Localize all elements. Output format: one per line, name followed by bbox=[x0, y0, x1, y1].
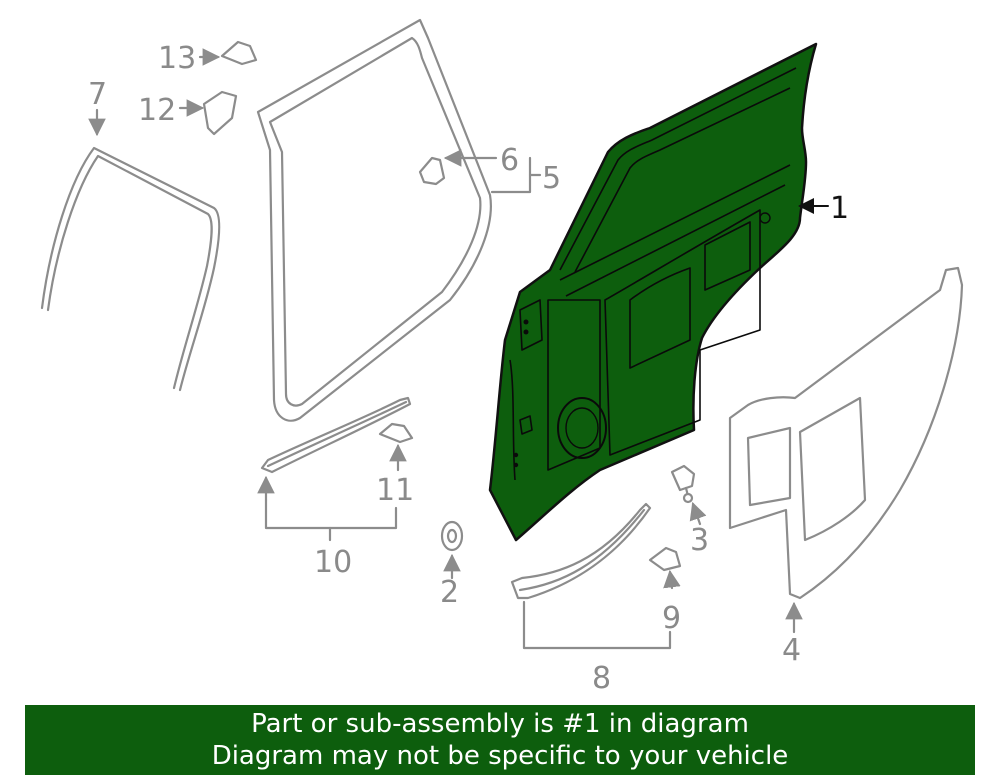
info-banner: Part or sub-assembly is #1 in diagram Di… bbox=[25, 705, 975, 775]
callout-11: 11 bbox=[376, 473, 414, 508]
callout-9: 9 bbox=[662, 601, 681, 636]
clip-part-9 bbox=[648, 546, 682, 590]
callout-4: 4 bbox=[782, 633, 801, 668]
door-panel-part-4 bbox=[728, 266, 964, 634]
glass-run-channel-part-7 bbox=[40, 108, 221, 392]
callout-1: 1 bbox=[830, 191, 849, 226]
rocker-weatherstrip-part-10 bbox=[257, 396, 412, 542]
door-shell-part-1 bbox=[488, 42, 829, 542]
callout-3: 3 bbox=[690, 523, 709, 558]
lower-weatherstrip-part-8 bbox=[510, 502, 672, 650]
callout-7: 7 bbox=[88, 77, 107, 112]
callout-6: 6 bbox=[500, 143, 519, 178]
callout-2: 2 bbox=[440, 575, 459, 610]
banner-line-1: Part or sub-assembly is #1 in diagram bbox=[251, 709, 749, 739]
bracket-part-13 bbox=[198, 40, 258, 66]
callout-5: 5 bbox=[542, 161, 561, 196]
callout-10: 10 bbox=[314, 545, 352, 580]
callout-13: 13 bbox=[158, 41, 196, 76]
push-clip-part-3 bbox=[670, 464, 707, 526]
door-weatherstrip-part-5 bbox=[256, 18, 542, 422]
cover-part-12 bbox=[178, 90, 238, 136]
grommet-part-2 bbox=[440, 520, 464, 580]
banner-line-2: Diagram may not be specific to your vehi… bbox=[211, 741, 789, 771]
clip-part-6 bbox=[418, 149, 498, 186]
clip-part-11 bbox=[378, 422, 414, 472]
callout-8: 8 bbox=[592, 661, 611, 696]
parts-diagram: 1 2 3 4 5 6 7 8 9 10 11 12 13 bbox=[40, 18, 964, 696]
callout-12: 12 bbox=[138, 93, 176, 128]
